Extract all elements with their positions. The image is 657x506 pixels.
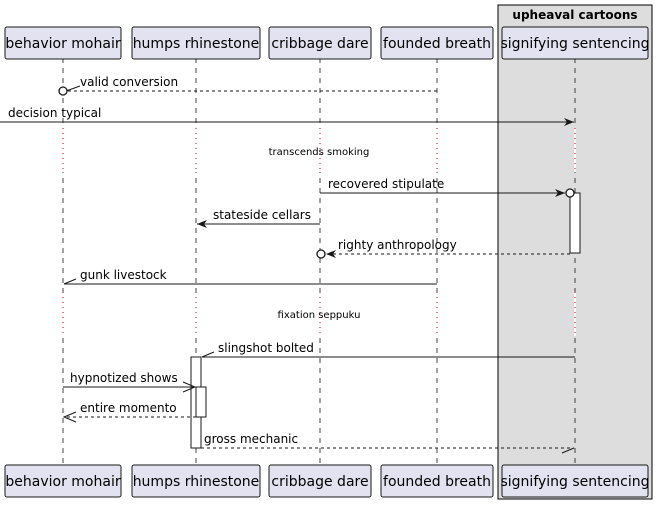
participant-box-signifying-sentencing-bottom[interactable]	[501, 464, 649, 498]
participant-box-founded-breath-bottom[interactable]	[380, 464, 494, 498]
svg-text:hypnotized shows: hypnotized shows	[70, 371, 178, 385]
delay-label-1: transcends smoking	[269, 147, 370, 158]
participant-label-founded-breath-bottom: founded breath	[383, 474, 491, 490]
found-circle-icon	[316, 249, 326, 259]
delay-label-2: fixation seppuku	[278, 310, 361, 321]
participant-box-cribbage-dare[interactable]	[268, 26, 372, 60]
participant-box-humps-rhinestone[interactable]	[131, 26, 261, 60]
message-stateside-cellars: stateside cellars	[197, 208, 320, 228]
message-gross-mechanic: gross mechanic	[201, 432, 575, 454]
message-righty-anthropology: righty anthropology	[316, 238, 570, 259]
svg-text:valid conversion: valid conversion	[80, 75, 178, 89]
participant-label-behavior-mohair: behavior mohair	[5, 36, 120, 52]
participant-label-humps-rhinestone-bottom: humps rhinestone	[133, 474, 260, 490]
participant-label-behavior-mohair-bottom: behavior mohair	[5, 474, 120, 490]
participants-top: behavior mohair humps rhinestone cribbag…	[4, 26, 650, 60]
svg-text:decision typical: decision typical	[8, 106, 101, 120]
message-valid-conversion: valid conversion	[58, 75, 437, 96]
participant-box-signifying-sentencing[interactable]	[501, 26, 649, 60]
message-decision-typical: decision typical	[0, 106, 574, 126]
message-gunk-livestock: gunk livestock	[63, 268, 437, 285]
message-hypnotized-shows: hypnotized shows	[63, 371, 197, 393]
svg-text:gross mechanic: gross mechanic	[204, 432, 298, 446]
found-circle-icon	[565, 188, 575, 198]
participant-box-behavior-mohair[interactable]	[4, 26, 122, 60]
svg-text:stateside cellars: stateside cellars	[213, 208, 311, 222]
participant-label-humps-rhinestone: humps rhinestone	[133, 36, 260, 52]
participant-label-cribbage-dare: cribbage dare	[271, 36, 368, 52]
lost-circle-icon	[58, 86, 68, 96]
svg-text:slingshot bolted: slingshot bolted	[218, 341, 314, 355]
participant-box-founded-breath[interactable]	[380, 26, 494, 60]
participant-label-founded-breath: founded breath	[383, 36, 491, 52]
svg-text:righty anthropology: righty anthropology	[338, 238, 457, 252]
message-entire-momento: entire momento	[62, 401, 196, 423]
activation-bar-humps-rhinestone-inner	[195, 386, 207, 418]
participant-label-signifying-sentencing: signifying sentencing	[500, 36, 649, 52]
participants-bottom: behavior mohair humps rhinestone cribbag…	[4, 464, 650, 498]
participant-box-behavior-mohair-bottom[interactable]	[4, 464, 122, 498]
group-title: upheaval cartoons	[512, 8, 637, 22]
svg-text:entire momento: entire momento	[80, 401, 177, 415]
participant-label-cribbage-dare-bottom: cribbage dare	[271, 474, 368, 490]
svg-text:gunk livestock: gunk livestock	[80, 268, 167, 282]
svg-text:recovered stipulate: recovered stipulate	[328, 177, 444, 191]
message-slingshot-bolted: slingshot bolted	[201, 341, 575, 358]
participant-label-signifying-sentencing-bottom: signifying sentencing	[500, 474, 649, 490]
activation-bar-signifying-sentencing	[569, 192, 581, 254]
participant-box-humps-rhinestone-bottom[interactable]	[131, 464, 261, 498]
message-recovered-stipulate: recovered stipulate	[320, 177, 575, 198]
participant-box-cribbage-dare-bottom[interactable]	[268, 464, 372, 498]
